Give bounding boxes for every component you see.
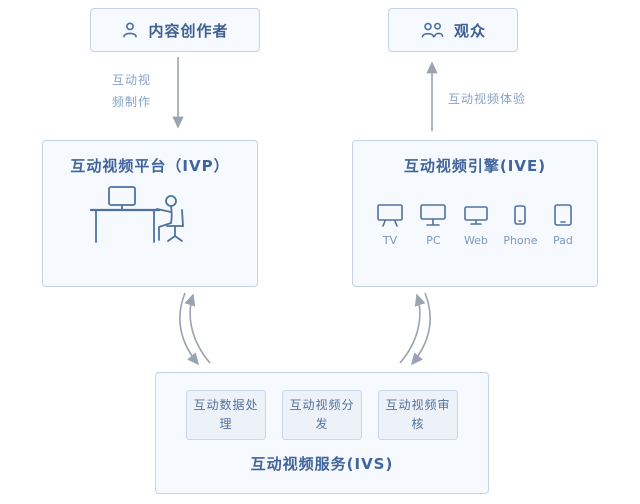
device-web: Web: [462, 202, 490, 247]
ivs-to-ivp-arrow: [184, 293, 211, 364]
device-label: PC: [426, 234, 441, 247]
ivs-title: 互动视频服务(IVS): [250, 455, 394, 473]
ivs-box: 互动数据处理 互动视频分发 互动视频审核 互动视频服务(IVS): [155, 372, 489, 494]
device-list: TV PC: [353, 202, 597, 247]
ivs-to-ive-arrow: [399, 293, 426, 364]
ivp-to-ivs-arrow: [179, 292, 200, 366]
creator-label: 内容创作者: [148, 21, 229, 40]
device-label: Web: [463, 234, 488, 247]
service-modules: 互动数据处理 互动视频分发 互动视频审核: [156, 390, 488, 440]
ivp-box: 互动视频平台（IVP）: [42, 140, 258, 287]
service-module-review: 互动视频审核: [378, 390, 458, 440]
device-pc: PC: [418, 202, 448, 247]
service-module-data-processing: 互动数据处理: [186, 390, 266, 440]
device-phone: Phone: [503, 202, 537, 247]
audience-label: 观众: [453, 21, 486, 40]
device-label: Pad: [553, 234, 573, 247]
experience-flow-label: 互动视频体验: [448, 92, 527, 106]
device-pad: Pad: [551, 202, 575, 247]
web-icon: [462, 202, 490, 228]
people-icon: [420, 21, 445, 39]
production-flow-label: 互动视频制作: [112, 73, 152, 109]
device-label: Phone: [503, 234, 538, 247]
ive-to-ivs-arrow: [410, 292, 431, 366]
person-icon: [121, 21, 139, 39]
ive-title: 互动视频引擎(IVE): [403, 157, 547, 175]
pc-icon: [418, 202, 448, 228]
pad-icon: [551, 202, 575, 228]
tv-icon: [375, 202, 405, 228]
audience-box: 观众: [388, 8, 518, 52]
ivp-title: 互动视频平台（IVP）: [70, 157, 230, 175]
ive-box: 互动视频引擎(IVE) TV: [352, 140, 598, 287]
device-label: TV: [382, 234, 398, 247]
phone-icon: [511, 202, 529, 228]
creator-workstation-illustration: [43, 182, 257, 256]
creator-box: 内容创作者: [90, 8, 260, 52]
device-tv: TV: [375, 202, 405, 247]
service-module-distribution: 互动视频分发: [282, 390, 362, 440]
